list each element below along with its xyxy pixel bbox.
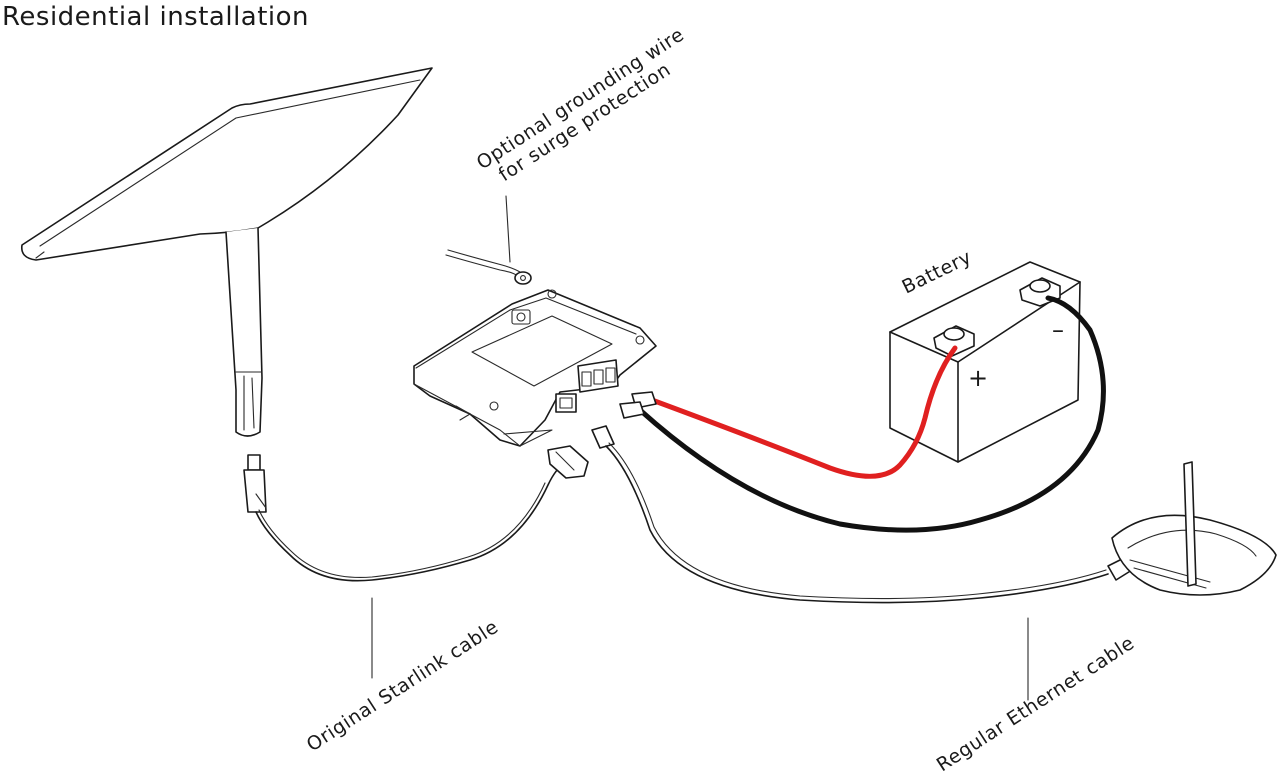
ethernet-cable-label: Regular Ethernet cable: [933, 632, 1139, 775]
starlink-cable-label: Original Starlink cable: [303, 616, 503, 756]
negative-sign: –: [1052, 316, 1065, 344]
grounding-label: Optional grounding wire for surge protec…: [473, 24, 689, 187]
power-box: [413, 289, 657, 447]
diagram-title: Residential installation: [2, 2, 309, 32]
starlink-dish: [20, 67, 433, 513]
positive-sign: +: [968, 364, 989, 392]
positive-wire: [649, 345, 958, 479]
router: [1111, 461, 1277, 596]
starlink-cable: [255, 445, 589, 679]
battery-label: Battery: [899, 246, 976, 298]
grounding-wire: [445, 195, 532, 285]
power-wires: [619, 295, 1106, 533]
ethernet-cable: [591, 425, 1133, 701]
negative-wire: [637, 295, 1106, 533]
grounding-label-line1: Optional grounding wire: [473, 24, 689, 175]
grounding-label-line2: for surge protection: [495, 58, 675, 186]
